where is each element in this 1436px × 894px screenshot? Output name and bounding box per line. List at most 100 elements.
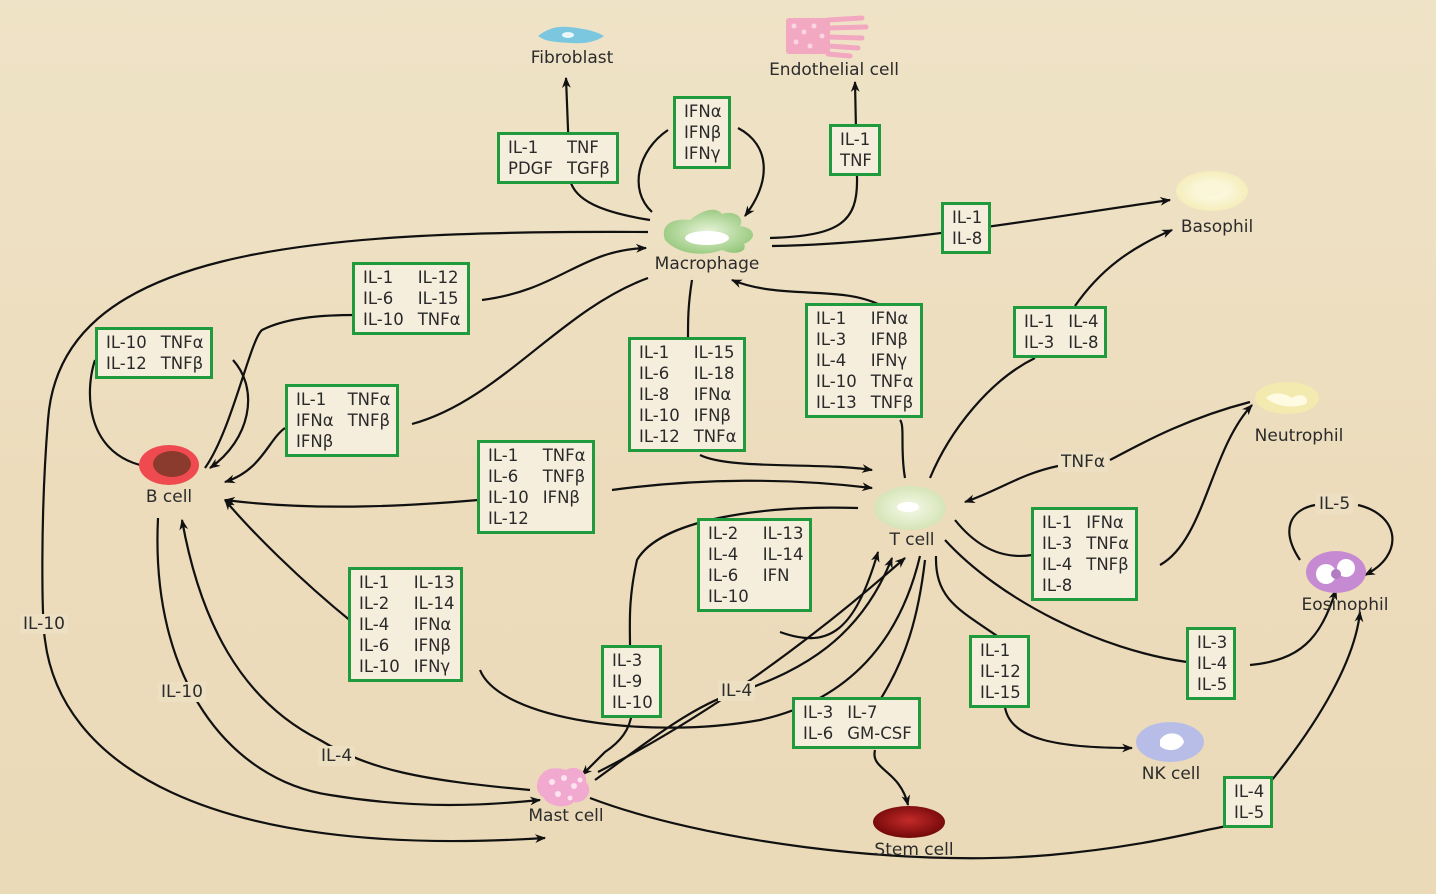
cytokine-label: IL-14 [413,594,455,613]
cytokine-label: IL-15 [417,289,459,308]
cytokine-label: TNFα [542,446,586,465]
cytokine-label: IL-6 [639,364,670,383]
cytokine-label: IL-10 [612,693,653,712]
cytokine-label: IL-2 [359,594,390,613]
arrow-mac-endothelial [769,80,860,240]
flow-label-tnfa-neutrophil: TNFα [1058,452,1109,472]
arrow-mast-b-il4 [179,518,531,792]
mast-cell-icon [537,767,590,807]
flow-label-il5-eosinophil: IL-5 [1316,494,1354,514]
flow-label-il10-left: IL-10 [20,614,68,634]
cytokine-label: IL-3 [803,703,834,722]
t-cell-label: T cell [889,530,935,550]
fibroblast-icon [538,26,604,44]
cytokine-label: IFN [762,566,790,585]
cytokine-label: TNFβ [870,393,914,412]
b-cell-label: B cell [145,487,193,507]
cytokine-label: IL-6 [359,636,390,655]
cytokine-label: IL-10 [708,587,749,606]
cytokine-label: IL-1 [639,343,670,362]
cytokine-label: IL-6 [708,566,739,585]
macrophage-label: Macrophage [654,254,760,274]
cytokine-label: IFNα [870,309,909,328]
cytokine-label: IL-8 [1068,333,1099,352]
cytokine-label: IL-15 [980,683,1021,702]
arrow-mast-t-2 [597,557,906,773]
cytokine-label: PDGF [508,159,553,178]
arrow-t-b [225,500,922,729]
basophil-label: Basophil [1180,217,1254,237]
arrow-t-basophil [928,230,1172,479]
cytokine-label: IL-3 [1024,333,1055,352]
cytokine-label: IL-12 [980,662,1021,681]
arrow-b-mast-il10 [156,517,542,807]
cytokine-label: IL-4 [708,545,739,564]
cytokine-label: TNFα [160,333,204,352]
cytokine-label: IL-1 [508,138,539,157]
t-cell-icon [874,486,946,530]
cytokine-label: IL-4 [1197,654,1228,673]
cytokine-label: IFNβ [684,123,722,142]
cytokine-label: IL-3 [1042,534,1073,553]
cytokine-label: IFNβ [413,636,451,655]
neutrophil-label: Neutrophil [1254,426,1344,446]
cytokine-label: IL-5 [1197,675,1228,694]
cytokine-label: IL-8 [1042,576,1073,595]
cytokine-label: IL-12 [417,268,459,287]
cytokine-label: IL-6 [363,289,394,308]
cytokine-label: TNFα [693,427,737,446]
cytokine-label: IL-14 [762,545,804,564]
stem-cell-icon [873,806,945,838]
cytokine-label: IFNα [296,411,334,430]
cytokine-label: TNF [840,151,872,170]
cytokine-label: IL-4 [1234,782,1265,801]
cytokine-label: IFNβ [870,330,908,349]
cytokine-label: IFNα [693,385,732,404]
cytokine-label: IL-13 [413,573,455,592]
cytokine-label: TNFα [870,372,914,391]
cytokine-label: IL-1 [1042,513,1073,532]
arrow-t-mac [732,280,907,479]
endothelial-cell-icon [786,15,869,59]
cytokine-label: IL-10 [359,657,400,676]
arrow-t-self [628,506,878,647]
cytokine-label: IFNβ [296,432,334,451]
cytokine-label: IL-1 [296,390,327,409]
flow-label-il4-bmast: IL-4 [318,746,356,766]
cytokine-label: IL-9 [612,672,643,691]
basophil-icon [1176,171,1248,211]
arrow-b-mac [204,248,646,469]
cytokine-label: IL-1 [363,268,394,287]
arrow-b-self [88,359,250,468]
cytokine-label: IFNγ [413,657,451,676]
cytokine-label: IL-8 [952,229,983,248]
arrow-mast-eos [589,612,1360,860]
cytokine-label: IL-13 [816,393,857,412]
arrow-t-stem [873,559,927,805]
cytokine-label: IL-5 [1234,803,1265,822]
